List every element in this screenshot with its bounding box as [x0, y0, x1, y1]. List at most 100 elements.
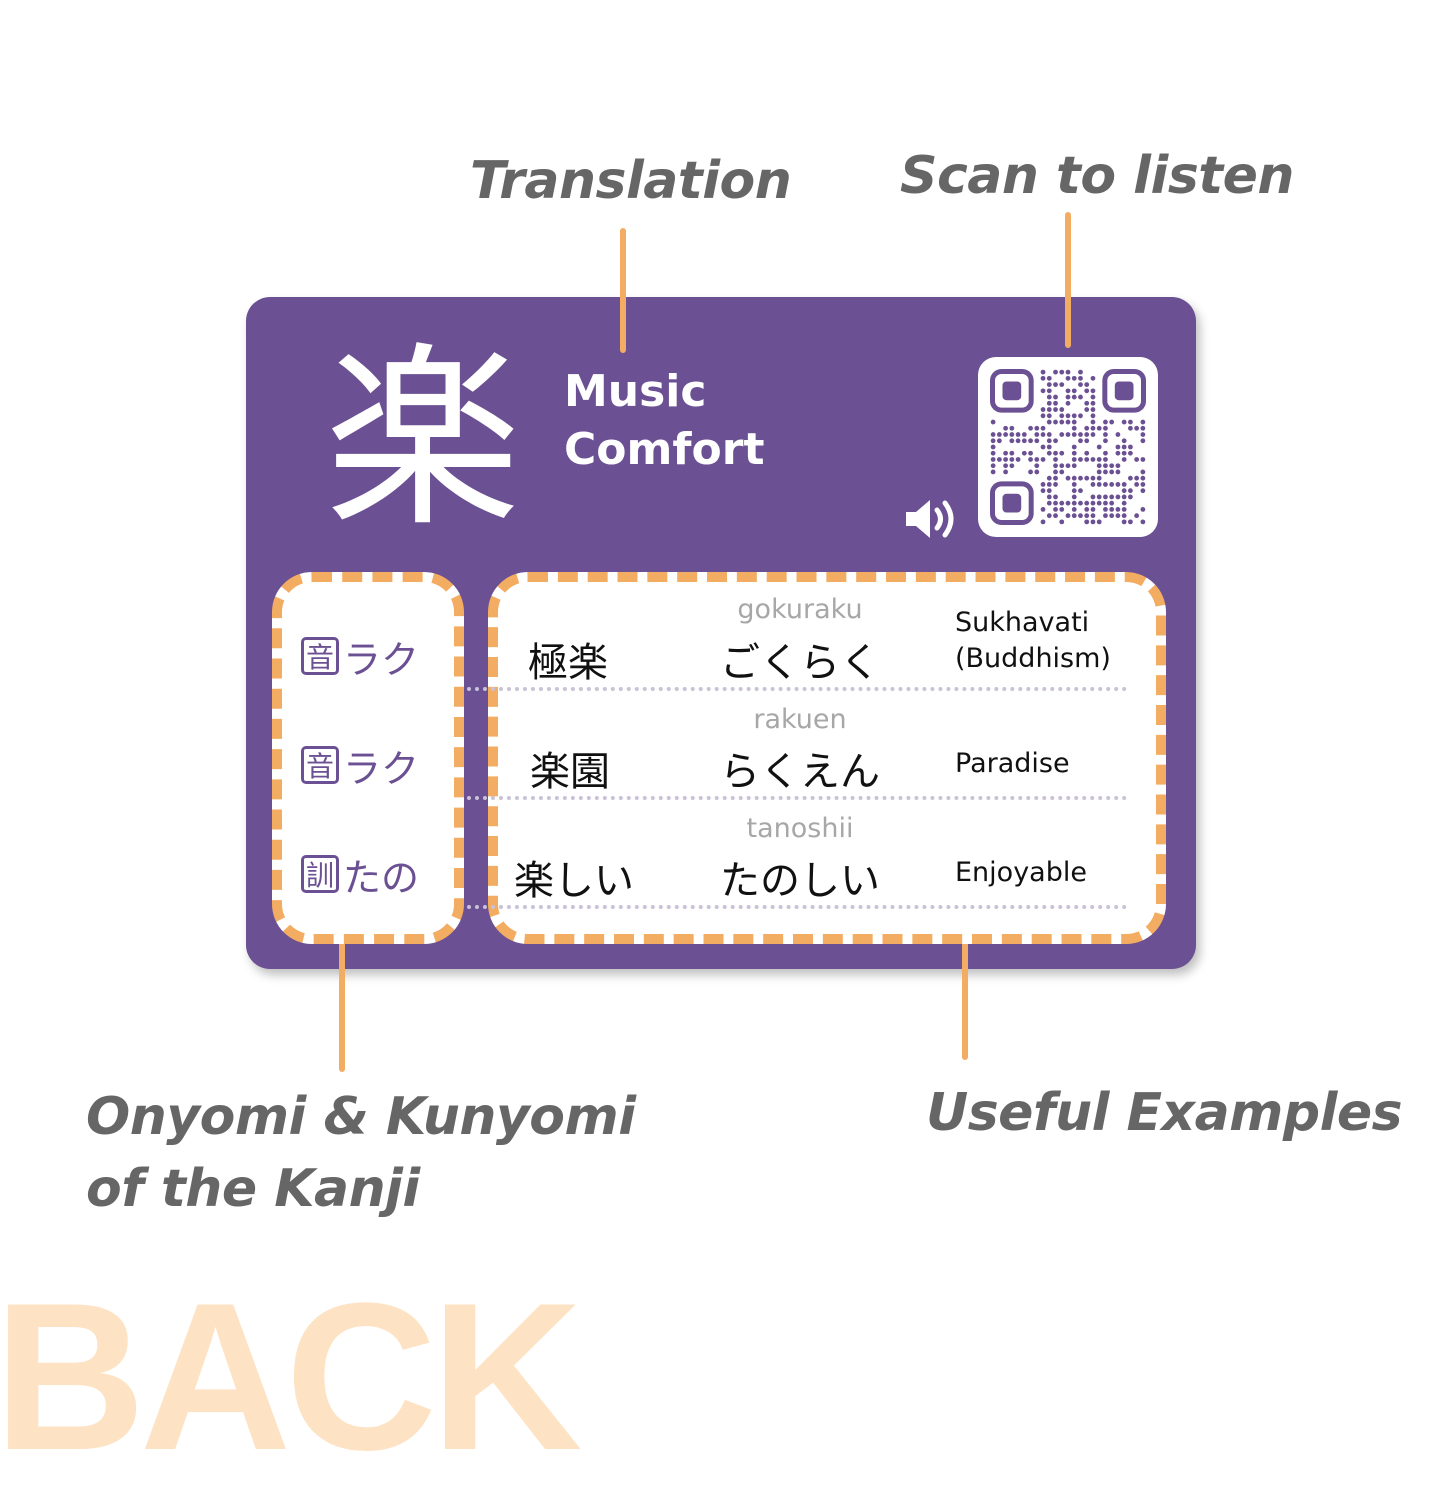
qr-dot	[1096, 475, 1102, 481]
qr-dot	[1121, 444, 1127, 450]
reading-row-1: 音 ラク	[301, 633, 419, 682]
qr-dot	[1084, 382, 1090, 387]
qr-dot	[1059, 500, 1065, 506]
qr-dot	[1103, 469, 1108, 475]
qr-dot	[1034, 457, 1040, 462]
qr-dot	[1040, 407, 1046, 412]
qr-dot	[1046, 407, 1052, 412]
qr-dot	[1071, 507, 1077, 512]
qr-dot	[1053, 382, 1058, 387]
useful-examples-callout: Useful Examples	[926, 1083, 1403, 1143]
qr-dot	[1084, 507, 1090, 512]
qr-dot	[1040, 369, 1046, 375]
qr-dot	[1040, 482, 1046, 487]
qr-dot	[1140, 469, 1146, 475]
qr-dot	[1053, 369, 1058, 375]
qr-dot	[1071, 375, 1077, 381]
qr-dot	[1071, 482, 1077, 487]
qr-dot	[1003, 469, 1008, 475]
qr-dot	[1078, 457, 1083, 462]
qr-dot	[1140, 438, 1146, 444]
qr-dot	[1059, 519, 1065, 525]
qr-dot	[1009, 438, 1015, 444]
qr-dot	[1096, 500, 1102, 506]
qr-dot	[996, 432, 1002, 437]
qr-dot	[1096, 463, 1102, 469]
translation-leader-line	[620, 228, 626, 353]
qr-dot	[1078, 375, 1083, 381]
qr-finder-outer	[1102, 369, 1146, 413]
translation-callout: Translation	[470, 151, 792, 211]
readings-leader-line	[339, 940, 345, 1072]
qr-dot	[1121, 507, 1127, 512]
qr-code[interactable]	[978, 357, 1158, 537]
qr-dot	[1071, 457, 1077, 462]
example-english: Sukhavati (Buddhism)	[955, 605, 1111, 677]
qr-dot	[990, 432, 996, 437]
qr-finder-inner	[1002, 381, 1022, 401]
qr-dot	[1084, 457, 1090, 462]
qr-dot	[1121, 513, 1127, 519]
qr-dot	[1115, 463, 1121, 469]
example-english-line: Sukhavati	[955, 607, 1090, 638]
qr-dot	[1028, 457, 1033, 462]
qr-dot	[1096, 482, 1102, 487]
qr-dot	[1103, 450, 1108, 456]
qr-dot	[1090, 500, 1096, 506]
qr-dot	[1078, 369, 1083, 375]
qr-dot	[1065, 419, 1071, 425]
readings-panel	[272, 572, 464, 944]
speaker-icon[interactable]	[902, 496, 962, 542]
qr-dot	[1103, 438, 1108, 444]
scan-to-listen-callout: Scan to listen	[900, 146, 1294, 206]
qr-dot	[1040, 413, 1046, 419]
qr-dot	[990, 457, 996, 462]
qr-dot	[1071, 413, 1077, 419]
qr-dot	[1121, 450, 1127, 456]
examples-leader-line	[962, 940, 968, 1060]
qr-dot	[1021, 432, 1027, 437]
main-kanji: 楽	[324, 326, 521, 554]
qr-dot	[1078, 413, 1083, 419]
reading-kana: ラク	[343, 746, 420, 791]
qr-dot	[1128, 425, 1133, 431]
qr-dot	[1071, 388, 1077, 394]
example-kana: ごくらく	[720, 640, 880, 686]
qr-dot	[1078, 513, 1083, 519]
example-romaji: gokuraku	[737, 594, 863, 625]
example-word: 楽しい	[514, 858, 634, 904]
qr-finder-outer	[990, 481, 1034, 525]
qr-finder-inner	[1114, 381, 1134, 401]
qr-dot	[1096, 444, 1102, 450]
qr-dot	[1046, 419, 1052, 425]
qr-dot	[1053, 482, 1058, 487]
scan-leader-line	[1065, 212, 1071, 348]
reading-row-2: 音 ラク	[301, 742, 419, 791]
qr-dot	[1084, 407, 1090, 412]
qr-dot	[1071, 394, 1077, 400]
qr-dot	[1059, 407, 1065, 412]
row-divider	[467, 687, 1127, 691]
qr-dot	[1071, 488, 1077, 494]
qr-dot	[1109, 419, 1115, 425]
qr-dot	[1059, 382, 1065, 387]
qr-dot	[1134, 425, 1140, 431]
example-english: Enjoyable	[955, 855, 1087, 891]
qr-dot	[1084, 438, 1090, 444]
example-romaji: rakuen	[753, 704, 847, 735]
qr-dot	[1053, 475, 1058, 481]
meaning-2: Comfort	[564, 424, 765, 475]
qr-dot	[1065, 400, 1071, 406]
qr-dot	[1046, 388, 1052, 394]
qr-dot	[1034, 425, 1040, 431]
qr-dot	[1040, 375, 1046, 381]
qr-dot	[1103, 457, 1108, 462]
qr-dot	[1128, 519, 1133, 525]
qr-dot	[1128, 494, 1133, 500]
qr-dot	[1090, 407, 1096, 412]
qr-dot	[1103, 507, 1108, 512]
qr-dot	[1103, 494, 1108, 500]
qr-dot	[1140, 432, 1146, 437]
side-label-back: BACK	[0, 1259, 583, 1494]
qr-dot	[1059, 419, 1065, 425]
